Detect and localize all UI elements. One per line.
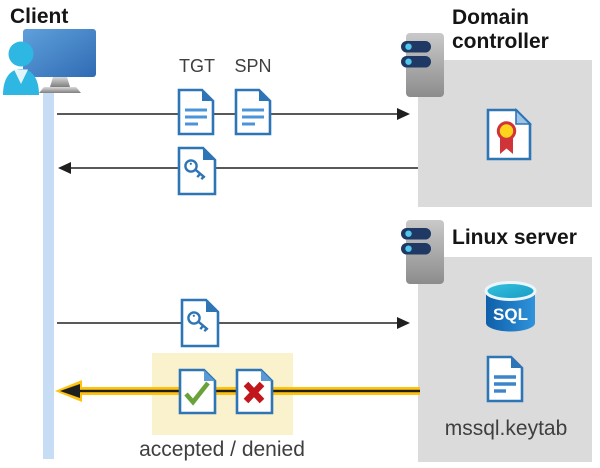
key-ticket-icon [180,298,220,348]
domain-controller-title: Domain controller [452,6,549,53]
arrow-client-to-linux [57,322,398,324]
client-lifeline [43,92,54,459]
certificate-icon [486,108,532,161]
x-document-icon [235,368,274,415]
arrow-dc-to-client [70,167,418,169]
server-icon [401,220,444,284]
sql-database-icon: SQL [484,281,537,332]
linux-server-title: Linux server [452,226,577,249]
server-icon [401,33,444,97]
result-caption: accepted / denied [139,438,305,461]
arrow-client-to-dc [57,113,398,115]
check-document-icon [178,368,217,415]
tgt-label: TGT [179,56,215,76]
spn-document-icon [234,88,272,136]
spn-label: SPN [234,56,272,76]
tgt-document-icon [177,88,215,136]
keytab-caption: mssql.keytab [444,417,568,440]
arrowhead-right-icon [397,316,410,329]
client-title: Client [10,5,69,28]
sql-badge-label: SQL [493,305,528,324]
person-at-computer-icon [3,29,96,95]
arrowhead-right-icon [397,107,410,120]
keytab-document-icon [486,355,524,403]
key-ticket-icon [177,146,217,196]
arrowhead-left-icon [58,161,71,174]
